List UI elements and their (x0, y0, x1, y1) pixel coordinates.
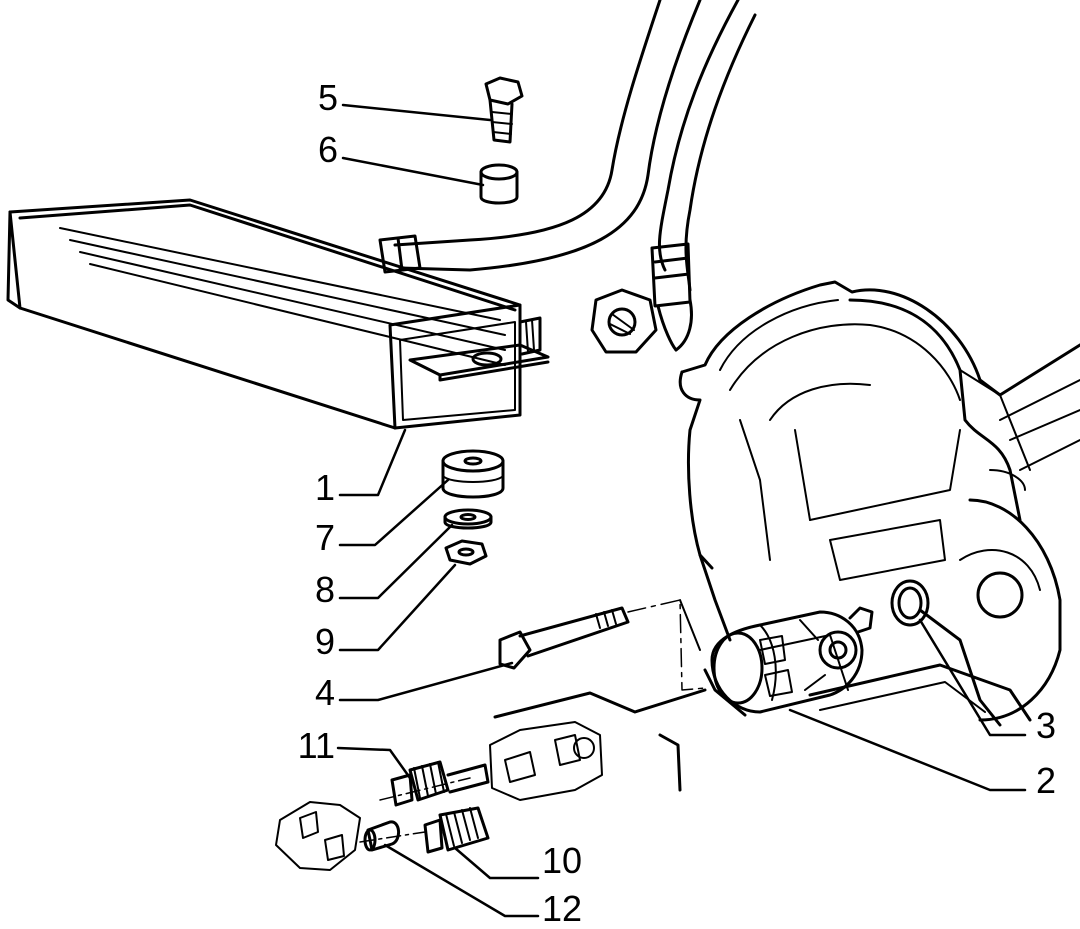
leader-10 (453, 846, 540, 880)
leader-5 (341, 103, 492, 122)
washer-drawing (443, 508, 493, 530)
rubber-mount-drawing (441, 449, 505, 499)
nut-drawing (444, 539, 488, 566)
callout-6: 6 (317, 129, 338, 170)
o-ring-drawing (890, 579, 930, 627)
gear-assembly-drawing (275, 721, 603, 871)
leader-2 (788, 708, 1027, 792)
leader-lines (336, 103, 1027, 918)
callout-11: 11 (297, 725, 335, 766)
callout-2: 2 (1036, 760, 1057, 801)
explode-lines (493, 599, 707, 792)
callout-1: 1 (314, 467, 335, 508)
callout-12: 12 (542, 888, 583, 929)
leader-8 (338, 523, 454, 600)
long-bolt-drawing (498, 606, 630, 670)
leader-7 (338, 478, 450, 547)
gearbox-housing (678, 280, 1080, 727)
callout-5: 5 (317, 77, 338, 118)
pump-unit-drawing (703, 606, 874, 717)
bolt-drawing (484, 76, 524, 144)
leader-12 (383, 843, 540, 918)
leader-4 (338, 661, 514, 702)
leader-3 (918, 618, 1027, 737)
oil-lines (378, 0, 757, 354)
callout-9: 9 (314, 621, 335, 662)
callout-8: 8 (314, 569, 335, 610)
leader-9 (338, 563, 457, 652)
callout-3: 3 (1036, 705, 1057, 746)
callout-7: 7 (314, 517, 335, 558)
callout-4: 4 (314, 672, 335, 713)
oil-cooler-drawing (6, 198, 550, 430)
leader-6 (341, 156, 485, 187)
callout-10: 10 (542, 840, 583, 881)
leader-11 (336, 746, 412, 780)
leader-1 (338, 428, 407, 497)
spacer-sleeve-drawing (479, 163, 519, 205)
